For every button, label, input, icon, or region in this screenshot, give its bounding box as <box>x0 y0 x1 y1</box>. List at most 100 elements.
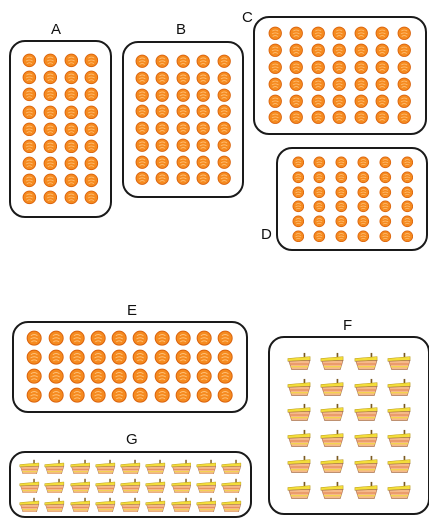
orange-cookie-icon <box>313 200 326 213</box>
group-e-grid <box>14 323 246 411</box>
orange-cookie-icon <box>69 387 85 403</box>
group-f-box <box>268 336 429 515</box>
group-g-grid <box>11 453 250 516</box>
orange-cookie-icon <box>292 200 305 213</box>
label-e: E <box>127 303 137 318</box>
orange-cookie-icon <box>176 121 190 135</box>
orange-cookie-icon <box>397 43 411 57</box>
orange-cookie-icon <box>357 215 370 228</box>
orange-cookie-icon <box>401 156 414 169</box>
orange-cookie-icon <box>135 71 149 85</box>
orange-cookie-icon <box>135 104 149 118</box>
orange-cookie-icon <box>289 26 303 40</box>
orange-cookie-icon <box>84 53 99 68</box>
orange-cookie-icon <box>289 77 303 91</box>
orange-cookie-icon <box>64 122 79 137</box>
orange-cookie-icon <box>379 185 392 198</box>
cake-slice-icon <box>171 478 192 494</box>
label-a: A <box>51 22 61 37</box>
cake-slice-icon <box>287 403 311 421</box>
cake-slice-icon <box>95 459 116 475</box>
orange-cookie-icon <box>217 387 233 403</box>
orange-cookie-icon <box>84 156 99 171</box>
group-b-box <box>122 41 244 198</box>
orange-cookie-icon <box>22 122 37 137</box>
cake-slice-icon <box>145 497 166 513</box>
orange-cookie-icon <box>332 94 346 108</box>
orange-cookie-icon <box>289 94 303 108</box>
orange-cookie-icon <box>43 190 58 205</box>
orange-cookie-icon <box>217 171 231 185</box>
orange-cookie-icon <box>397 60 411 74</box>
orange-cookie-icon <box>90 387 106 403</box>
orange-cookie-icon <box>135 54 149 68</box>
cake-slice-icon <box>287 378 311 396</box>
orange-cookie-icon <box>268 94 282 108</box>
cake-slice-icon <box>320 455 344 473</box>
orange-cookie-icon <box>43 173 58 188</box>
orange-cookie-icon <box>43 53 58 68</box>
orange-cookie-icon <box>313 156 326 169</box>
orange-cookie-icon <box>84 122 99 137</box>
cake-slice-icon <box>354 352 378 370</box>
orange-cookie-icon <box>154 330 170 346</box>
cake-slice-icon <box>354 481 378 499</box>
orange-cookie-icon <box>268 43 282 57</box>
orange-cookie-icon <box>379 171 392 184</box>
cake-slice-icon <box>120 459 141 475</box>
cake-slice-icon <box>287 455 311 473</box>
orange-cookie-icon <box>155 121 169 135</box>
orange-cookie-icon <box>354 60 368 74</box>
orange-cookie-icon <box>357 200 370 213</box>
group-b-grid <box>124 43 242 196</box>
cake-slice-icon <box>44 497 65 513</box>
orange-cookie-icon <box>196 349 212 365</box>
orange-cookie-icon <box>111 387 127 403</box>
cake-slice-icon <box>287 429 311 447</box>
orange-cookie-icon <box>217 368 233 384</box>
orange-cookie-icon <box>217 71 231 85</box>
orange-cookie-icon <box>135 138 149 152</box>
orange-cookie-icon <box>154 368 170 384</box>
orange-cookie-icon <box>397 94 411 108</box>
orange-cookie-icon <box>292 185 305 198</box>
orange-cookie-icon <box>217 330 233 346</box>
orange-cookie-icon <box>354 77 368 91</box>
orange-cookie-icon <box>135 171 149 185</box>
orange-cookie-icon <box>196 330 212 346</box>
orange-cookie-icon <box>335 200 348 213</box>
orange-cookie-icon <box>135 155 149 169</box>
orange-cookie-icon <box>26 349 42 365</box>
orange-cookie-icon <box>64 70 79 85</box>
orange-cookie-icon <box>176 155 190 169</box>
orange-cookie-icon <box>375 26 389 40</box>
cake-slice-icon <box>44 459 65 475</box>
orange-cookie-icon <box>311 26 325 40</box>
orange-cookie-icon <box>132 349 148 365</box>
orange-cookie-icon <box>69 330 85 346</box>
orange-cookie-icon <box>292 229 305 242</box>
cake-slice-icon <box>196 459 217 475</box>
orange-cookie-icon <box>375 110 389 124</box>
orange-cookie-icon <box>64 173 79 188</box>
orange-cookie-icon <box>90 330 106 346</box>
cake-slice-icon <box>171 459 192 475</box>
group-f-grid <box>270 338 428 513</box>
orange-cookie-icon <box>176 71 190 85</box>
orange-cookie-icon <box>196 171 210 185</box>
orange-cookie-icon <box>90 349 106 365</box>
orange-cookie-icon <box>22 190 37 205</box>
cake-slice-icon <box>95 478 116 494</box>
orange-cookie-icon <box>335 215 348 228</box>
orange-cookie-icon <box>289 60 303 74</box>
orange-cookie-icon <box>84 173 99 188</box>
cake-slice-icon <box>171 497 192 513</box>
group-c-grid <box>255 18 425 133</box>
orange-cookie-icon <box>311 43 325 57</box>
orange-cookie-icon <box>375 60 389 74</box>
orange-cookie-icon <box>175 368 191 384</box>
label-f: F <box>343 318 352 333</box>
orange-cookie-icon <box>155 71 169 85</box>
orange-cookie-icon <box>196 121 210 135</box>
orange-cookie-icon <box>375 94 389 108</box>
